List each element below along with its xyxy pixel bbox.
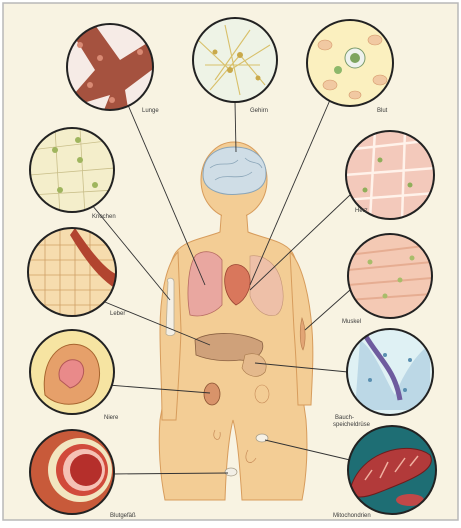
label-leber: Leber xyxy=(110,311,125,317)
label-blutgefaess: Blutgefäß xyxy=(110,513,136,519)
label-mitochondrien: Mitochondrien xyxy=(333,513,371,519)
kidney-tissue-circle xyxy=(30,330,114,414)
label-knochen: Knochen xyxy=(92,214,116,220)
pancreas-tissue-circle xyxy=(347,329,433,415)
muscle-tissue-circle xyxy=(348,234,432,318)
label-lunge: Lunge xyxy=(142,108,159,114)
label-bauch-1: Bauch- xyxy=(335,415,354,421)
label-gehirn: Gehirn xyxy=(250,108,268,114)
label-niere: Niere xyxy=(104,415,119,421)
label-herz: Herz xyxy=(355,208,368,214)
label-bauch-2: speicheldrüse xyxy=(333,422,371,428)
blood-cells-circle xyxy=(307,20,393,106)
brain-tissue-circle xyxy=(193,18,277,102)
label-muskel: Muskel xyxy=(342,319,361,325)
kidney xyxy=(204,383,220,405)
brain xyxy=(203,147,266,194)
lungs xyxy=(188,252,222,316)
label-blut: Blut xyxy=(377,108,388,114)
blood-vessel-circle xyxy=(30,430,114,514)
mitochondria-circle xyxy=(348,426,436,514)
heart-tissue-circle xyxy=(345,130,435,220)
